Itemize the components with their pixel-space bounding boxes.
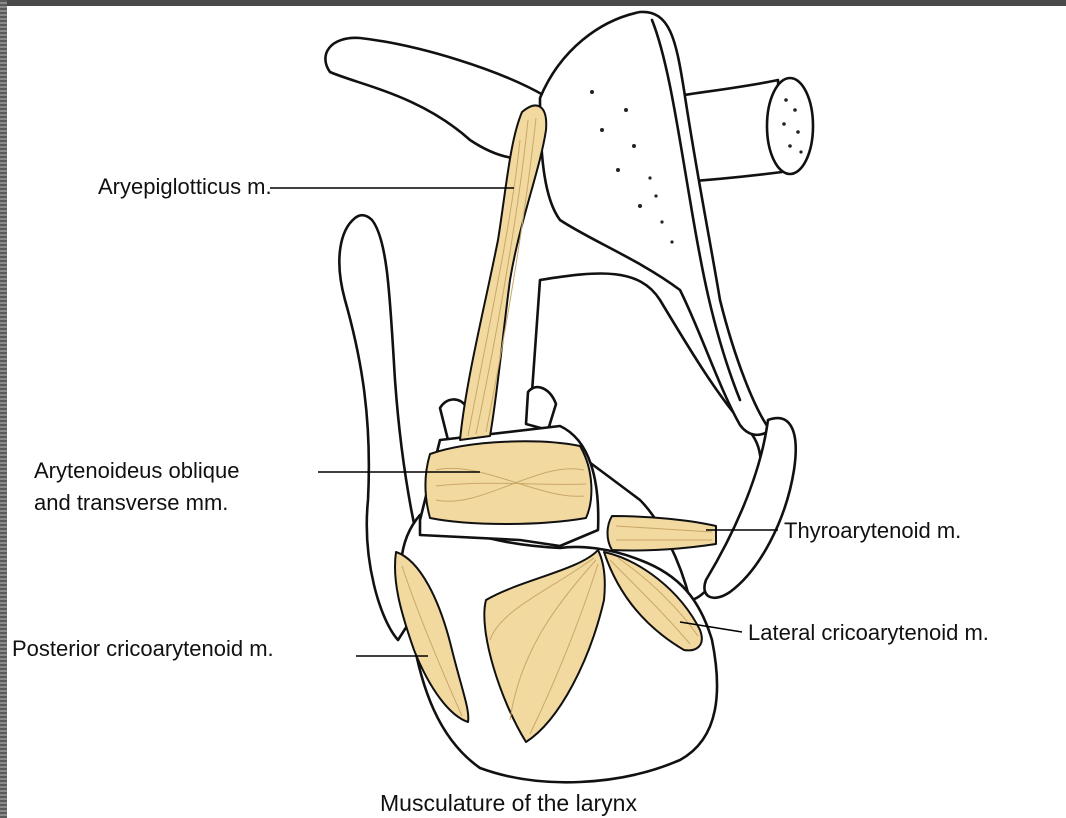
hyoid-right-end (767, 78, 813, 174)
label-lateral-cricoarytenoid: Lateral cricoarytenoid m. (748, 620, 989, 646)
figure-caption: Musculature of the larynx (380, 790, 637, 817)
label-arytenoideus-line1: Arytenoideus oblique (34, 458, 239, 484)
label-posterior-cricoarytenoid: Posterior cricoarytenoid m. (12, 636, 274, 662)
label-thyroarytenoid: Thyroarytenoid m. (784, 518, 961, 544)
label-aryepiglotticus: Aryepiglotticus m. (98, 174, 272, 200)
arytenoideus-muscle (426, 441, 592, 524)
label-arytenoideus-line2: and transverse mm. (34, 490, 228, 516)
